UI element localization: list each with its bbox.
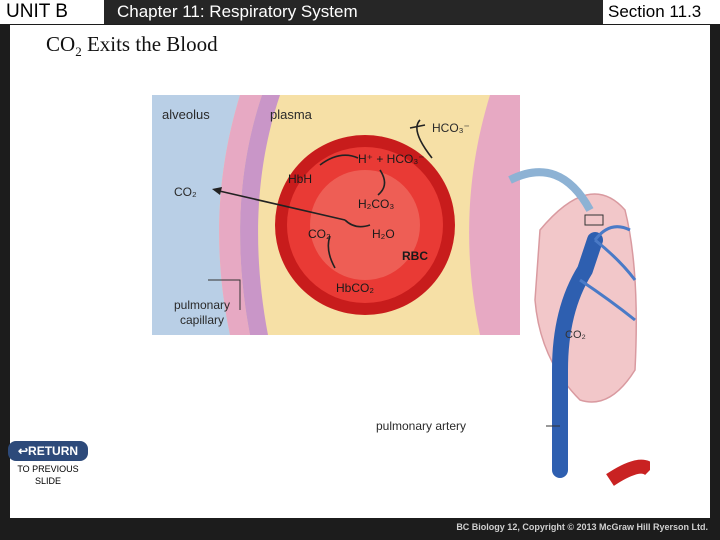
branching-vessels [579, 225, 637, 322]
capillary-wall-right [469, 95, 520, 335]
copyright-text: BC Biology 12, Copyright © 2013 McGraw H… [456, 522, 708, 532]
co2-exit-arrow [214, 189, 346, 221]
unit-label: UNIT B [0, 0, 104, 24]
slide-title: CO2 Exits the Blood [46, 32, 218, 60]
h2co3-label: H₂CO₃ [358, 197, 394, 211]
h2o-label: H₂O [372, 227, 395, 241]
reaction-top-label: H⁺ + HCO₃⁻ [358, 152, 425, 166]
footer-bar: BC Biology 12, Copyright © 2013 McGraw H… [0, 518, 720, 540]
co2-label: CO₂ [308, 227, 331, 241]
co2-left-label: CO₂ [174, 185, 197, 199]
rbc-label: RBC [402, 249, 428, 263]
section-label: Section 11.3 [603, 0, 720, 24]
hbh-label: HbH [288, 172, 312, 186]
alveolus-label: alveolus [162, 107, 210, 122]
co2-lung-label: CO₂ [565, 329, 586, 341]
return-button[interactable]: ↩RETURN [8, 441, 88, 461]
pulmonary-artery-label: pulmonary artery [376, 419, 466, 433]
alveolus-region [152, 95, 240, 335]
aorta-vessel [606, 459, 655, 486]
alveolar-wall [219, 95, 262, 335]
pulmonary-artery-vessel [552, 232, 603, 478]
chapter-title: Chapter 11: Respiratory System [117, 2, 358, 21]
capillary-wall [240, 95, 280, 335]
zoom-arrow [508, 168, 594, 212]
pulmonary-capillary-label: pulmonary [174, 298, 230, 312]
return-subtitle: TO PREVIOUS SLIDE [17, 464, 79, 486]
pulmonary-capillary-label-2: capillary [180, 313, 224, 327]
plasma-label: plasma [270, 107, 313, 122]
respiratory-figure: alveolus plasma HCO₃⁻ H⁺ + HCO₃⁻ HbH CO₂… [140, 70, 655, 495]
inset-marker [584, 214, 604, 226]
hbco2-label: HbCO₂ [336, 281, 374, 295]
hco3-out-label: HCO₃⁻ [432, 121, 470, 135]
rbc-center [310, 170, 420, 280]
header-bar: UNIT B Chapter 11: Respiratory System Se… [0, 0, 720, 24]
co2-exchange-diagram: alveolus plasma HCO₃⁻ H⁺ + HCO₃⁻ HbH CO₂… [152, 95, 655, 486]
